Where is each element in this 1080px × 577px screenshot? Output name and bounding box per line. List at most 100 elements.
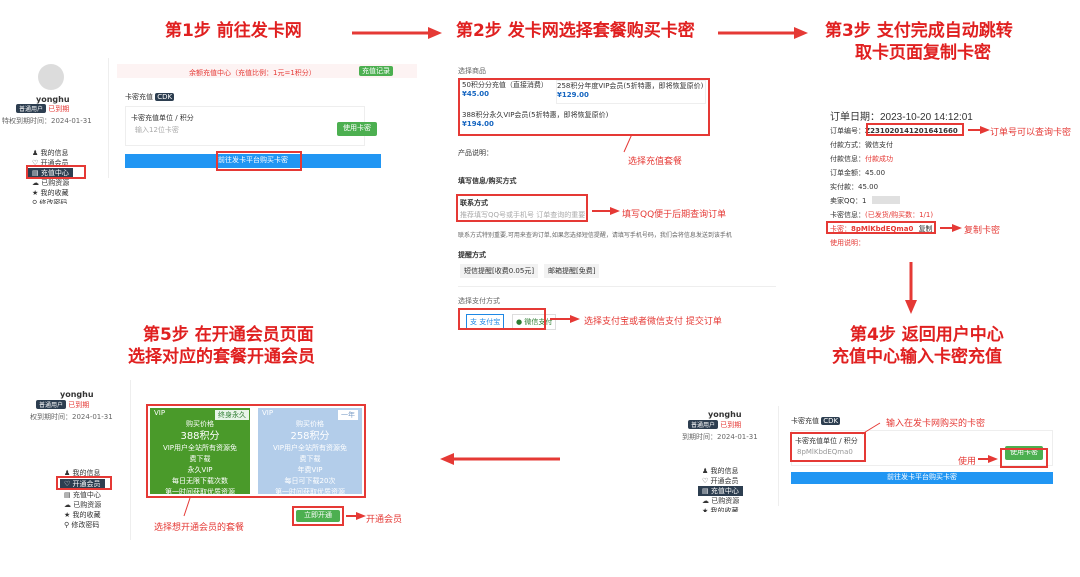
recharge-record-button[interactable]: 充值记录 bbox=[359, 66, 393, 76]
step2-title: 第2步 发卡网选择套餐购买卡密 bbox=[456, 21, 695, 41]
copy-button[interactable]: 复制 bbox=[918, 225, 933, 233]
highlight-packages bbox=[458, 78, 710, 136]
sidebar-item-bought[interactable]: ☁ 已购资源 bbox=[64, 501, 102, 509]
step1-title: 第1步 前往发卡网 bbox=[165, 21, 302, 41]
sidebar-item-fav[interactable]: ★ 我的收藏 bbox=[702, 507, 739, 512]
vip-tag: VIP bbox=[154, 409, 166, 417]
avatar bbox=[38, 64, 64, 90]
seller-qq-row: 卖家QQ：1 bbox=[830, 197, 867, 205]
step3-title-line1: 第3步 支付完成自动跳转 bbox=[825, 21, 1013, 41]
sidebar-item-vip[interactable]: ♡ 开通会员 bbox=[702, 477, 739, 485]
product-desc-label: 产品说明： bbox=[458, 149, 493, 157]
vip-card-year[interactable]: VIP 购买价格 258积分 VIP用户全站所有资源免 费下载 年费VIP 每日… bbox=[258, 408, 362, 496]
vip-badge-permanent: 终身永久 bbox=[215, 410, 249, 420]
package-1[interactable]: 50积分分充值（直接消费） ¥45.00 bbox=[462, 81, 548, 98]
notice-text: 余额充值中心（充值比例：1元=1积分） bbox=[189, 69, 316, 77]
alipay-icon: 支 bbox=[470, 318, 477, 326]
card-input[interactable]: 输入12位卡密 bbox=[135, 126, 179, 134]
recharge-area: 余额充值中心（充值比例：1元=1积分） 充值记录 卡密充值 CDK 卡密充值单位… bbox=[108, 58, 417, 178]
arrow-step1-to-2 bbox=[352, 27, 442, 39]
annotation-copy: 复制卡密 bbox=[964, 226, 1001, 236]
sidebar-item-fav[interactable]: ★ 我的收藏 bbox=[32, 189, 69, 197]
sidebar-item-info[interactable]: ♟ 我的信息 bbox=[702, 467, 739, 475]
annotation-qq: 填写QQ便于后期查询订单 bbox=[622, 210, 727, 220]
open-vip-button[interactable]: 立即开通 bbox=[296, 510, 340, 522]
sidebar-item-vip[interactable]: ♡ 开通会员 bbox=[32, 159, 69, 167]
goto-card-platform-button[interactable]: 前往发卡平台购买卡密 bbox=[125, 154, 381, 168]
sidebar-item-bought[interactable]: ☁ 已购资源 bbox=[702, 497, 740, 505]
highlight-open-button bbox=[292, 506, 344, 526]
divider bbox=[458, 286, 776, 287]
annotation-arrow-input bbox=[861, 422, 881, 435]
user-role: 普通用户 已到期 bbox=[688, 420, 741, 430]
user-badge: 普通用户 bbox=[688, 420, 719, 429]
vip-card-permanent[interactable]: VIP 购买价格 388积分 VIP用户全站所有资源免 费下载 永久VIP 每日… bbox=[150, 408, 250, 496]
arrow-step3-to-4 bbox=[905, 262, 917, 314]
remind-sms[interactable]: 短信提醒[收费0.05元] bbox=[460, 264, 539, 278]
card-recharge-title: 卡密充值 CDK bbox=[791, 417, 841, 425]
sidebar-item-info[interactable]: ♟ 我的信息 bbox=[64, 469, 101, 477]
highlight-card bbox=[826, 221, 936, 234]
package-3[interactable]: 388积分永久VIP会员(5折特惠，即将恢复原价) ¥194.00 bbox=[462, 111, 609, 128]
step5-title-line1: 第5步 在开通会员页面 bbox=[143, 325, 314, 345]
wechat-icon: ● bbox=[516, 318, 523, 326]
annotation-arrow-qq bbox=[592, 207, 620, 215]
user-role: 普通用户 已到期 bbox=[36, 400, 89, 410]
highlight-order-number bbox=[866, 123, 964, 136]
username: yonghu bbox=[60, 390, 94, 399]
sidebar-item-vip[interactable]: ♡ 开通会员 bbox=[60, 479, 105, 489]
arrow-step2-to-3 bbox=[718, 27, 808, 39]
sidebar-item-info[interactable]: ♟ 我的信息 bbox=[32, 149, 69, 157]
card-unit-label: 卡密充值单位 / 积分 bbox=[795, 437, 858, 445]
order-amount-row: 订单金额：45.00 bbox=[830, 169, 886, 177]
annotation-arrow-pick bbox=[183, 498, 191, 517]
contact-input[interactable]: 推荐填写QQ号或手机号 订单查询的重要 bbox=[460, 211, 586, 219]
fill-info-label: 填写信息/购买方式 bbox=[458, 177, 517, 185]
highlight-vip bbox=[56, 476, 112, 490]
step3-title-line2: 取卡页面复制卡密 bbox=[855, 43, 991, 63]
expired-label: 已到期 bbox=[68, 401, 90, 409]
annotation-arrow-order bbox=[968, 126, 990, 134]
recharge-area: 卡密充值 CDK 卡密充值单位 / 积分 8pMlKbdEQma0 使用卡密 前… bbox=[778, 406, 1070, 506]
highlight-card-input bbox=[790, 432, 866, 462]
sidebar-item-recharge[interactable]: ▤ 充值中心 bbox=[698, 486, 743, 496]
contact-label: 联系方式 bbox=[460, 199, 488, 207]
vip-tag: VIP bbox=[262, 409, 274, 417]
card-row: 卡密：8pMlKbdEQma0 复制 bbox=[830, 224, 936, 234]
sidebar-item-recharge[interactable]: ▤ 充值中心 bbox=[28, 168, 73, 178]
sidebar-item-fav[interactable]: ★ 我的收藏 bbox=[64, 511, 101, 519]
contact-note: 联系方式特别重要,可用来查询订单,如果您选择短信提醒，请填写手机号码，我们会将信… bbox=[458, 232, 732, 239]
pay-method-label: 选择支付方式 bbox=[458, 297, 500, 305]
annotation-arrow-choose bbox=[623, 134, 633, 153]
remind-email[interactable]: 邮箱提醒[免费] bbox=[544, 264, 600, 278]
highlight-goto-button bbox=[216, 151, 302, 171]
paid-row: 实付款：45.00 bbox=[830, 183, 879, 191]
step4-title-line1: 第4步 返回用户中心 bbox=[850, 325, 1004, 345]
order-number-row: 订单编号：Z231020141201641660 bbox=[830, 127, 958, 135]
annotation-open: 开通会员 bbox=[366, 515, 403, 525]
goto-card-platform-button[interactable]: 前往发卡平台购买卡密 bbox=[791, 472, 1053, 484]
sidebar-item-recharge[interactable]: ▤ 充值中心 bbox=[64, 491, 101, 499]
card-unit-label: 卡密充值单位 / 积分 bbox=[131, 114, 194, 122]
username: yonghu bbox=[708, 410, 742, 419]
annotation-arrow-pay bbox=[550, 315, 580, 323]
annotation-use: 使用 bbox=[958, 457, 977, 467]
user-role: 普通用户 已到期 bbox=[16, 104, 69, 114]
sidebar-item-bought[interactable]: ☁ 已购资源 bbox=[32, 179, 70, 187]
annotation-pick: 选择想开通会员的套餐 bbox=[154, 523, 245, 533]
use-card-button[interactable]: 使用卡密 bbox=[337, 122, 377, 136]
step4-panel: yonghu 普通用户 已到期 到期时间：2024-01-31 ♟ 我的信息 ♡… bbox=[660, 406, 1070, 516]
card-recharge-title: 卡密充值 CDK bbox=[125, 93, 175, 101]
pay-status-row: 付款信息：付款成功 bbox=[830, 155, 893, 163]
annotation-arrow-use bbox=[978, 455, 998, 463]
pay-method-row: 付款方式：微信支付 bbox=[830, 141, 893, 149]
card-input[interactable]: 8pMlKbdEQma0 bbox=[797, 448, 853, 456]
package-2[interactable]: 258积分年度VIP会员(5折特惠，即将恢复原价) ¥129.00 bbox=[556, 80, 706, 104]
card-info-row: 卡密信息：(已发货/购买数：1/1) bbox=[830, 211, 934, 219]
sidebar-item-pwd[interactable]: ⚲ 修改密码 bbox=[32, 199, 68, 204]
notice-bar bbox=[117, 64, 417, 78]
username: yonghu bbox=[36, 95, 70, 104]
arrow-step4-to-5 bbox=[440, 453, 560, 465]
annotation-input: 输入在发卡网购买的卡密 bbox=[886, 419, 986, 429]
sidebar-item-pwd[interactable]: ⚲ 修改密码 bbox=[64, 521, 100, 529]
